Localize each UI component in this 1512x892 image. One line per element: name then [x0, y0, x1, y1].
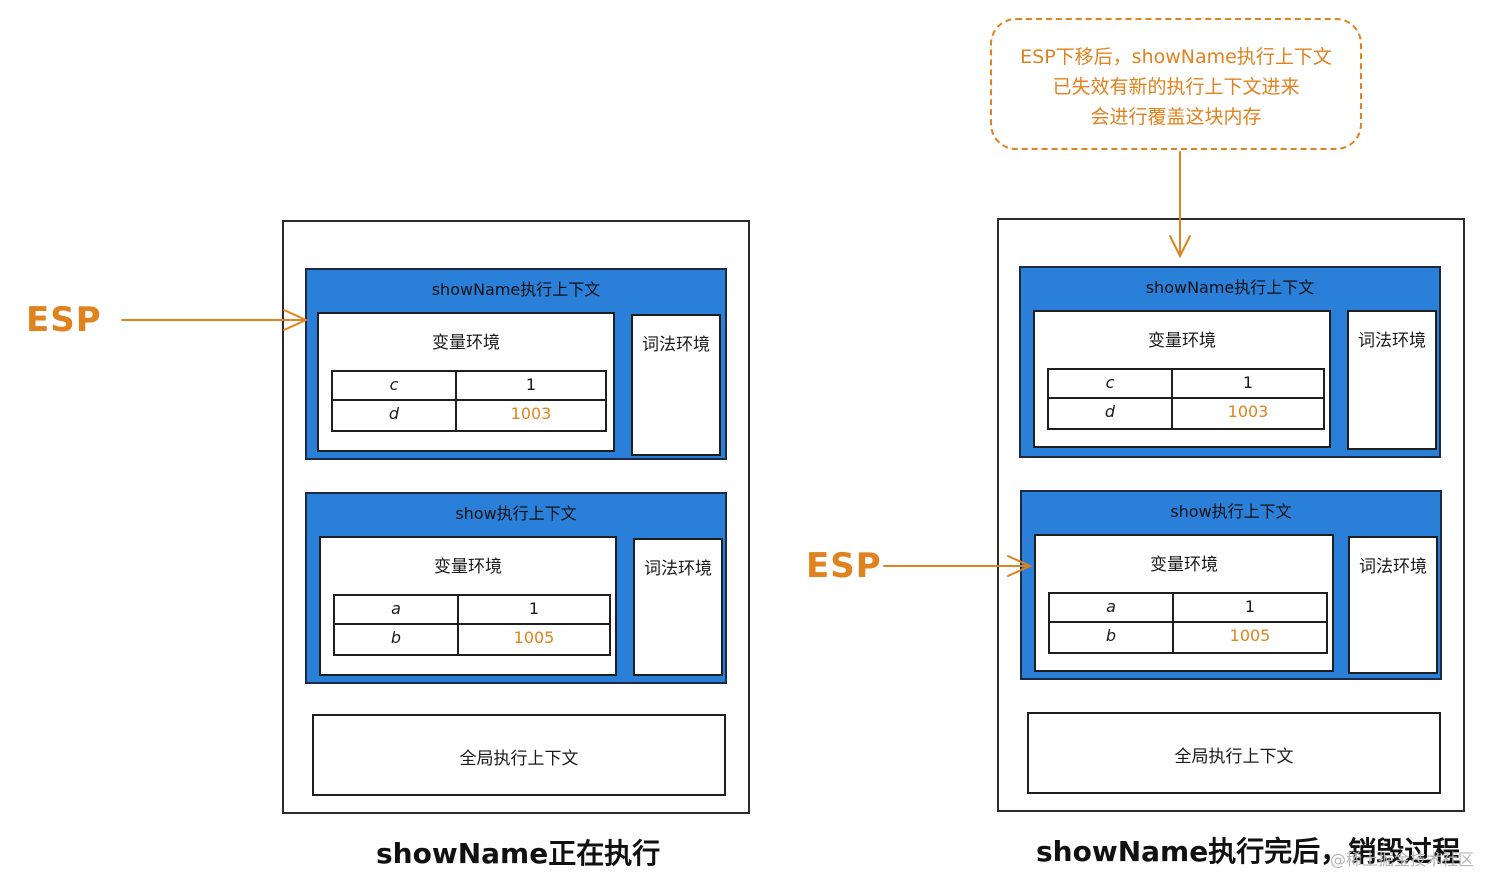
left-esp-label: ESP: [26, 300, 102, 340]
variable-name: b: [1105, 626, 1117, 645]
lexical-environment-label: 词法环境: [1359, 557, 1427, 577]
table-row: a 1: [335, 596, 609, 623]
annotation-note: ESP下移后，showName执行上下文 已失效有新的执行上下文进来 会进行覆盖…: [990, 18, 1362, 150]
variable-table: a 1 b 1005: [1048, 592, 1328, 654]
variable-name: d: [1104, 402, 1116, 421]
left-global-context: 全局执行上下文: [312, 714, 726, 796]
variable-name: a: [1106, 597, 1116, 616]
lexical-environment: 词法环境: [633, 538, 723, 676]
lexical-environment: 词法环境: [631, 314, 721, 456]
table-row: b 1005: [1050, 621, 1326, 650]
variable-name: c: [1105, 373, 1115, 392]
variable-name: b: [390, 628, 402, 647]
table-row: d 1003: [333, 399, 605, 428]
table-row: c 1: [1049, 370, 1323, 397]
variable-value: 1: [1242, 373, 1254, 392]
variable-value: 1005: [513, 628, 555, 647]
context-title: showName执行上下文: [431, 280, 601, 299]
lexical-environment: 词法环境: [1348, 536, 1438, 674]
table-row: a 1: [1050, 594, 1326, 621]
table-divider: [455, 372, 457, 430]
variable-table: c 1 d 1003: [331, 370, 607, 432]
right-global-context: 全局执行上下文: [1027, 712, 1441, 794]
variable-value: 1: [1244, 597, 1256, 616]
variable-environment: 变量环境 c 1 d 1003: [317, 312, 615, 452]
variable-environment-label: 变量环境: [432, 333, 500, 353]
variable-environment: 变量环境 a 1 b 1005: [319, 536, 617, 676]
variable-name: a: [391, 599, 401, 618]
variable-environment-label: 变量环境: [434, 557, 502, 577]
variable-table: a 1 b 1005: [333, 594, 611, 656]
variable-environment: 变量环境 a 1 b 1005: [1034, 534, 1334, 672]
table-row: c 1: [333, 372, 605, 399]
variable-environment-label: 变量环境: [1148, 331, 1216, 351]
table-divider: [1171, 370, 1173, 428]
note-line: ESP下移后，showName执行上下文: [1020, 46, 1332, 68]
left-show-context: show执行上下文 变量环境 a 1 b 1005 词法环境: [305, 492, 727, 684]
global-context-label: 全局执行上下文: [459, 749, 579, 769]
table-row: d 1003: [1049, 397, 1323, 426]
variable-name: c: [389, 375, 399, 394]
table-row: b 1005: [335, 623, 609, 652]
variable-value: 1005: [1229, 626, 1271, 645]
left-caption: showName正在执行: [376, 837, 661, 870]
lexical-environment-label: 词法环境: [1358, 331, 1426, 351]
right-esp-label: ESP: [806, 546, 882, 586]
left-esp-arrow: [121, 309, 309, 331]
table-divider: [1172, 594, 1174, 652]
variable-value: 1: [528, 599, 540, 618]
variable-name: d: [388, 404, 400, 423]
variable-environment: 变量环境 c 1 d 1003: [1033, 310, 1331, 448]
right-show-context: show执行上下文 变量环境 a 1 b 1005 词法环境: [1020, 490, 1442, 680]
context-title: show执行上下文: [455, 504, 577, 523]
lexical-environment: 词法环境: [1347, 310, 1437, 450]
note-line: 已失效有新的执行上下文进来: [1052, 76, 1300, 98]
watermark: @稀土掘金技术社区: [1330, 850, 1475, 869]
right-caption: showName执行完后，销毁过程: [1036, 835, 1461, 868]
table-divider: [457, 596, 459, 654]
lexical-environment-label: 词法环境: [644, 559, 712, 579]
variable-environment-label: 变量环境: [1150, 555, 1218, 575]
variable-value: 1003: [510, 404, 552, 423]
left-showname-context: showName执行上下文 变量环境 c 1 d 1003 词法环境: [305, 268, 727, 460]
context-title: show执行上下文: [1170, 502, 1292, 521]
global-context-label: 全局执行上下文: [1174, 747, 1294, 767]
variable-value: 1: [525, 375, 537, 394]
context-title: showName执行上下文: [1145, 278, 1315, 297]
right-showname-context: showName执行上下文 变量环境 c 1 d 1003 词法环境: [1019, 266, 1441, 458]
variable-value: 1003: [1227, 402, 1269, 421]
lexical-environment-label: 词法环境: [642, 335, 710, 355]
note-line: 会进行覆盖这块内存: [1090, 106, 1262, 128]
variable-table: c 1 d 1003: [1047, 368, 1325, 430]
